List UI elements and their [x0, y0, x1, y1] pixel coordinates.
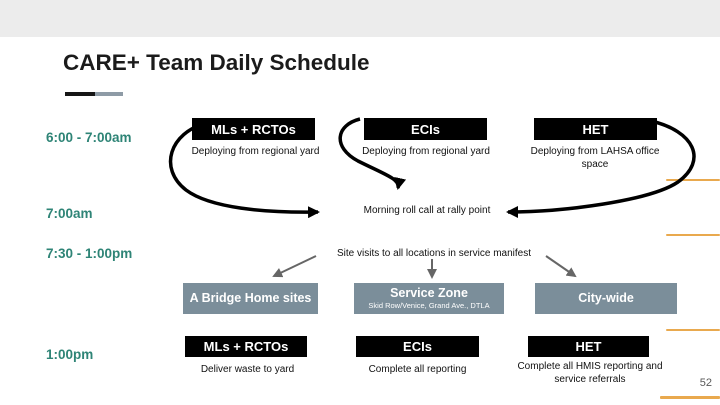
team-box-mls-rctos-am: MLs + RCTOs — [192, 118, 315, 140]
team-box-mls-rctos-pm: MLs + RCTOs — [185, 336, 307, 357]
activity-ecis-am: Deploying from regional yard — [362, 146, 490, 157]
activity-het-am: Deploying from LAHSA office space — [530, 146, 660, 170]
orange-accent-line-1 — [666, 179, 720, 181]
time-label-600-700am: 6:00 - 7:00am — [46, 130, 132, 145]
title-rule-dark — [65, 92, 95, 96]
activity-mls-pm: Deliver waste to yard — [200, 364, 295, 375]
title-rule-gray — [95, 92, 123, 96]
location-sublabel: Skid Row/Venice, Grand Ave., DTLA — [368, 301, 490, 311]
note-roll-call: Morning roll call at rally point — [363, 205, 491, 216]
time-label-730-100pm: 7:30 - 1:00pm — [46, 246, 133, 261]
location-box-bridge-home: A Bridge Home sites — [183, 283, 318, 314]
top-bar — [0, 0, 720, 37]
location-label: Service Zone — [390, 285, 468, 300]
gray-arrow-to-city-wide — [545, 255, 577, 278]
orange-accent-line-4 — [660, 396, 720, 399]
orange-accent-line-3 — [666, 329, 720, 331]
location-box-service-zone: Service Zone Skid Row/Venice, Grand Ave.… — [354, 283, 504, 314]
location-label: A Bridge Home sites — [189, 290, 312, 305]
time-label-100pm: 1:00pm — [46, 347, 94, 362]
page-number: 52 — [699, 377, 712, 389]
location-label: City-wide — [578, 290, 634, 305]
activity-het-pm: Complete all HMIS reporting and service … — [517, 361, 663, 385]
note-site-visits: Site visits to all locations in service … — [337, 248, 531, 259]
time-label-700am: 7:00am — [46, 206, 93, 221]
team-box-ecis-pm: ECIs — [356, 336, 479, 357]
team-box-het-pm: HET — [528, 336, 649, 357]
team-box-het-am: HET — [534, 118, 657, 140]
orange-accent-line-2 — [666, 234, 720, 236]
location-box-city-wide: City-wide — [535, 283, 677, 314]
team-box-ecis-am: ECIs — [364, 118, 487, 140]
page-title: CARE+ Team Daily Schedule — [63, 50, 370, 75]
gray-arrow-to-bridge-home — [272, 255, 317, 278]
activity-mls-am: Deploying from regional yard — [191, 146, 320, 157]
activity-ecis-pm: Complete all reporting — [368, 364, 467, 375]
